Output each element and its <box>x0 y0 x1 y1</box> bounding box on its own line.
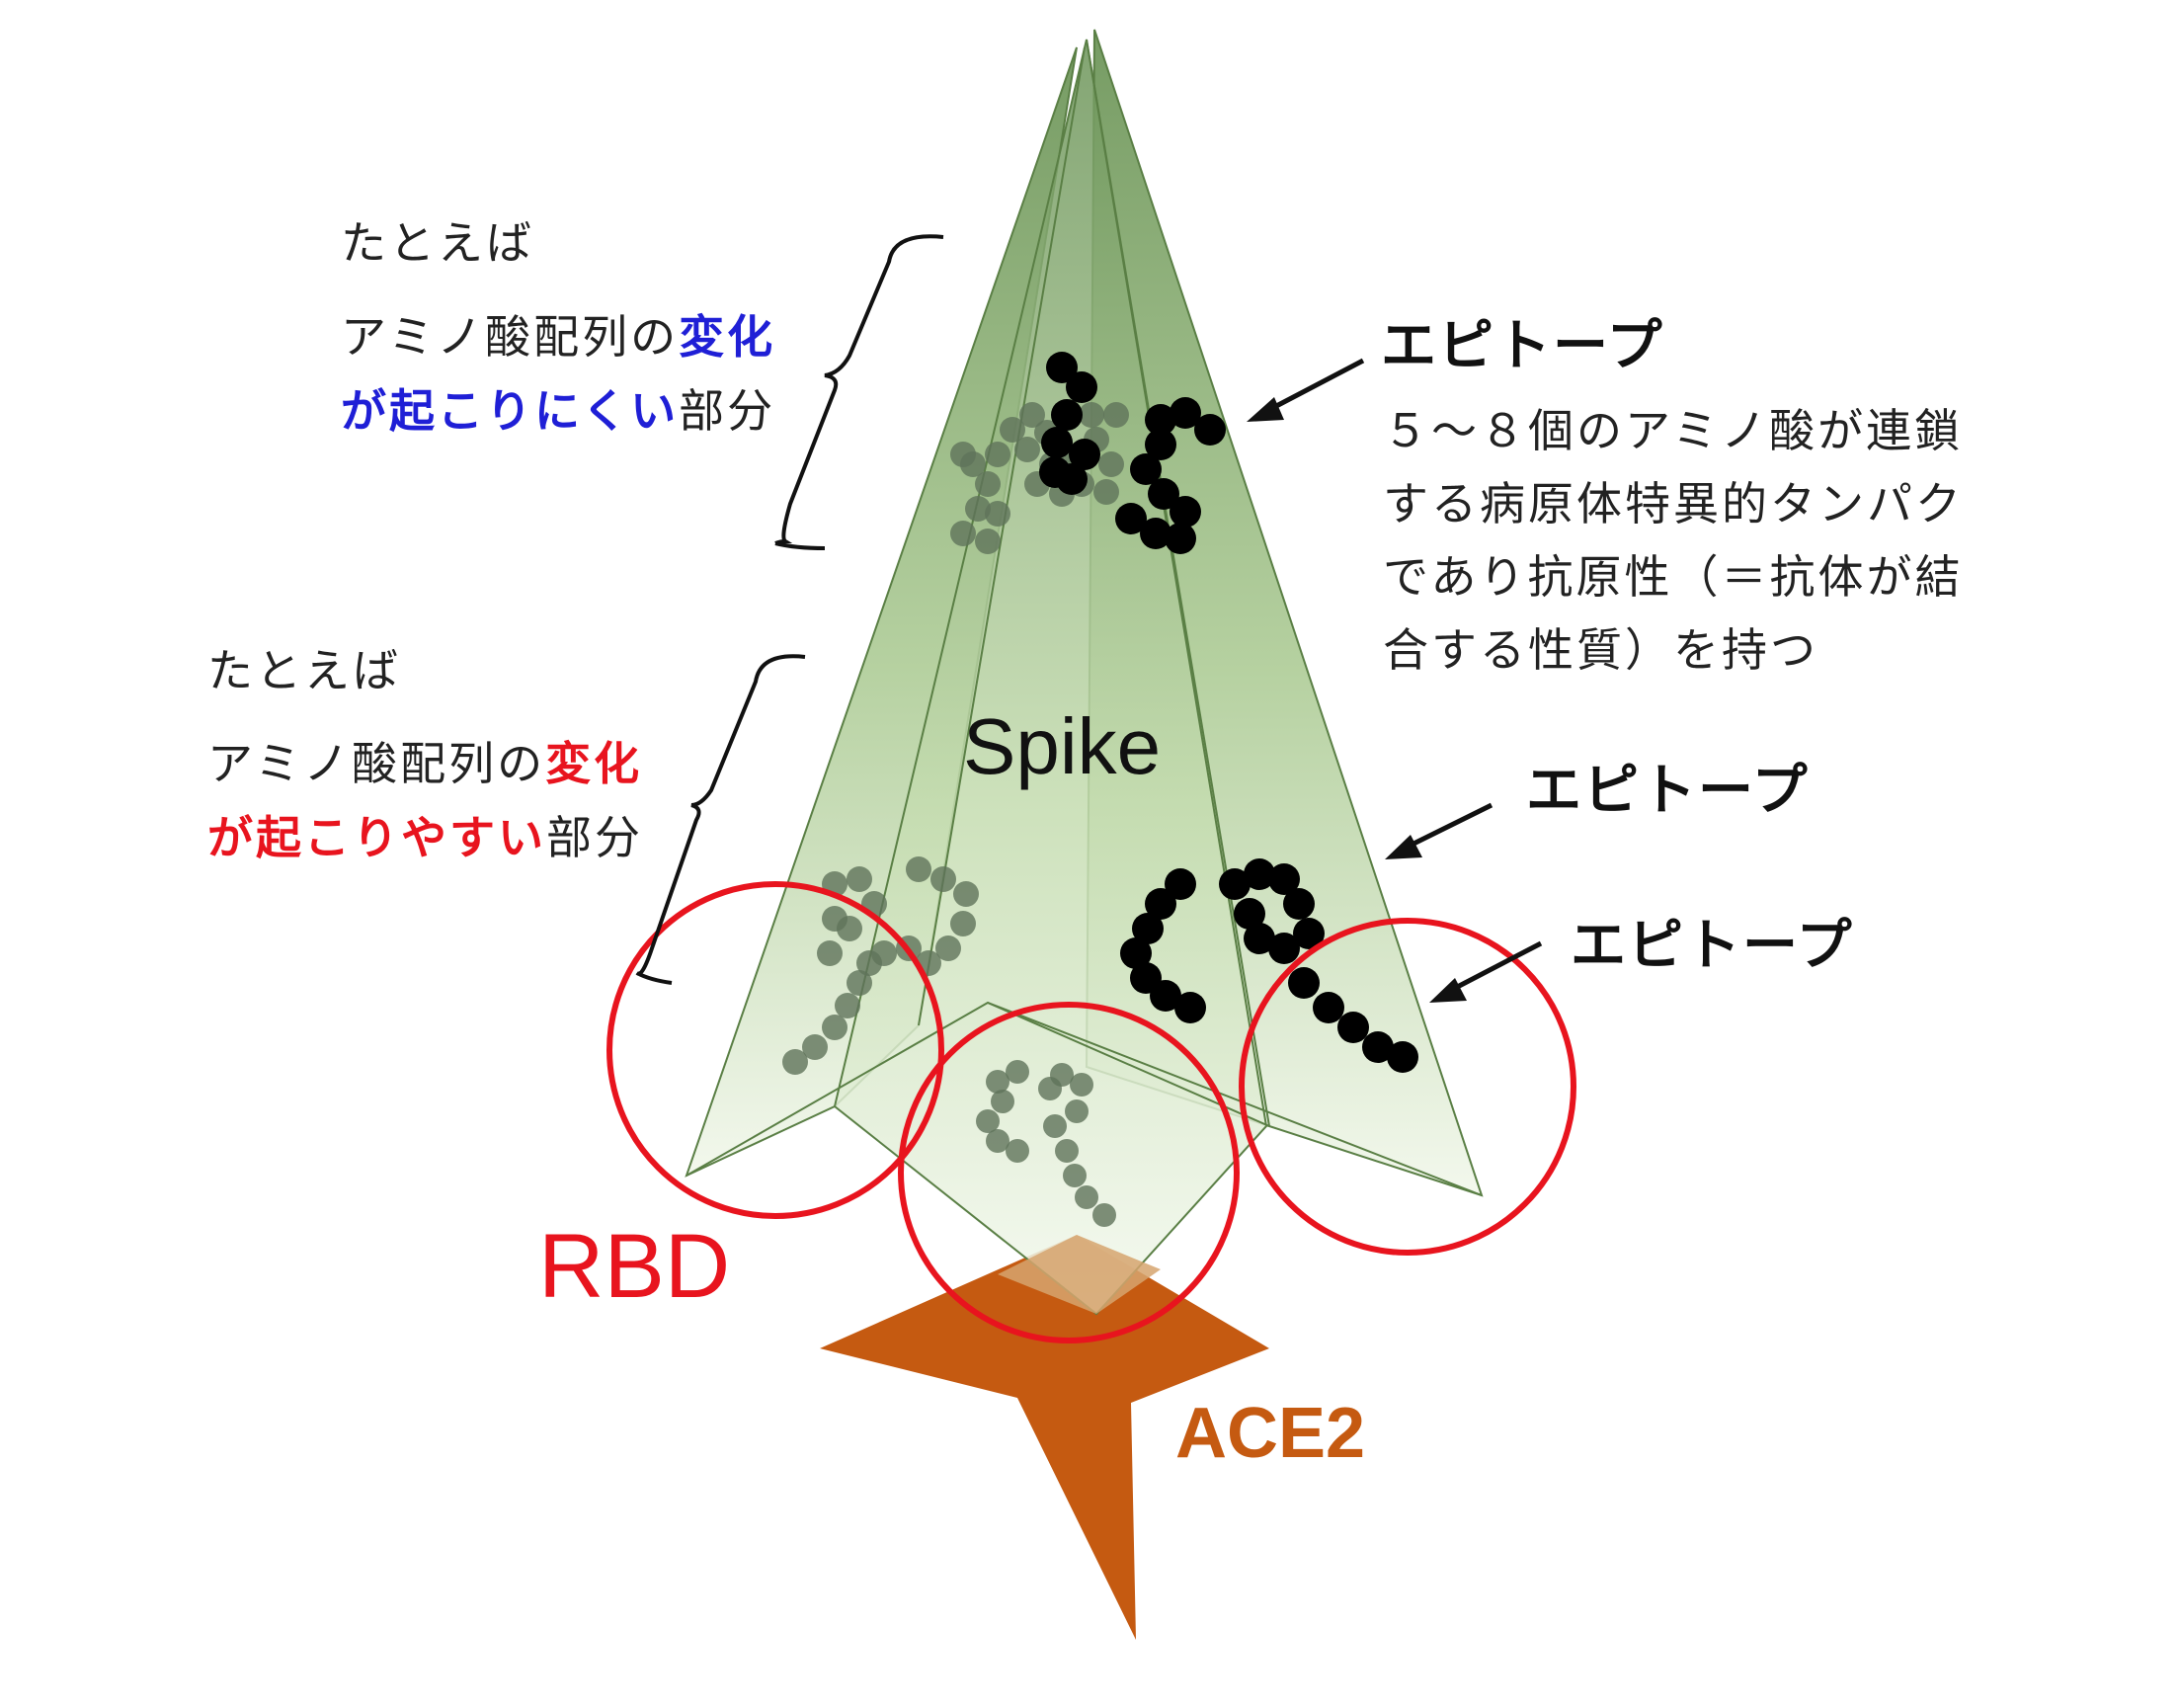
upper-note-line2-highlight: 変化 <box>679 310 776 364</box>
lower-note-line1: たとえば <box>207 644 401 697</box>
arrow-epitope-upper <box>1247 358 1365 422</box>
epitope-upper-chain <box>1039 352 1226 554</box>
spike-base-edge-2 <box>987 1002 1483 1196</box>
spike-label: Spike <box>963 702 1162 790</box>
spike-ridge-line <box>918 46 1086 1026</box>
epitope-label-lower: エピトープ <box>1571 914 1854 978</box>
epitope-desc-line3: であり抗原性（＝抗体が結 <box>1383 550 1964 604</box>
lower-note-line3: が起こりやすい部分 <box>207 802 643 867</box>
arrow-epitope-lower <box>1429 940 1543 1003</box>
epitope-desc-line4: 合する性質）を持つ <box>1383 623 1818 677</box>
rbd-circle-left <box>606 881 944 1219</box>
lower-note-line2-highlight: 変化 <box>545 737 643 790</box>
ace2-receptor <box>820 1235 1269 1640</box>
upper-brace-2 <box>774 541 826 550</box>
epitope-main-title: エピトープ <box>1381 314 1664 378</box>
epitope-desc-line2: する病原体特異的タンパク <box>1383 477 1964 530</box>
ace2-label: ACE2 <box>1175 1394 1366 1473</box>
lower-note-line2-plain: アミノ酸配列の <box>207 737 546 790</box>
lower-brace <box>635 654 806 985</box>
lower-note-line3-plain: 部分 <box>546 811 643 864</box>
upper-note-line3: が起こりにくい部分 <box>341 375 775 441</box>
lower-note-line2: アミノ酸配列の変化 <box>207 728 642 793</box>
arrow-epitope-middle <box>1385 802 1493 859</box>
epitope-lower-chain <box>1120 858 1418 1073</box>
upper-note-line3-plain: 部分 <box>679 384 776 438</box>
upper-note-line3-highlight: が起こりにくい <box>341 384 680 438</box>
epitope-label-middle: エピトープ <box>1526 759 1810 823</box>
rbd-label: RBD <box>538 1216 731 1317</box>
rbd-circle-center <box>898 1002 1240 1343</box>
ace2-overlap <box>998 1235 1161 1314</box>
upper-note-line2: アミノ酸配列の変化 <box>341 301 775 366</box>
lower-note-line3-highlight: が起こりやすい <box>207 811 546 864</box>
epitope-desc-line1: ５～８個のアミノ酸が連鎖 <box>1383 404 1964 457</box>
upper-note-line2-plain: アミノ酸配列の <box>341 310 680 364</box>
rbd-circle-right <box>1239 918 1576 1256</box>
spike-ridge-line-2 <box>1086 39 1270 1127</box>
upper-brace <box>774 234 944 545</box>
gray-chain-lower <box>782 856 1116 1227</box>
upper-note-line1: たとえば <box>341 216 534 270</box>
